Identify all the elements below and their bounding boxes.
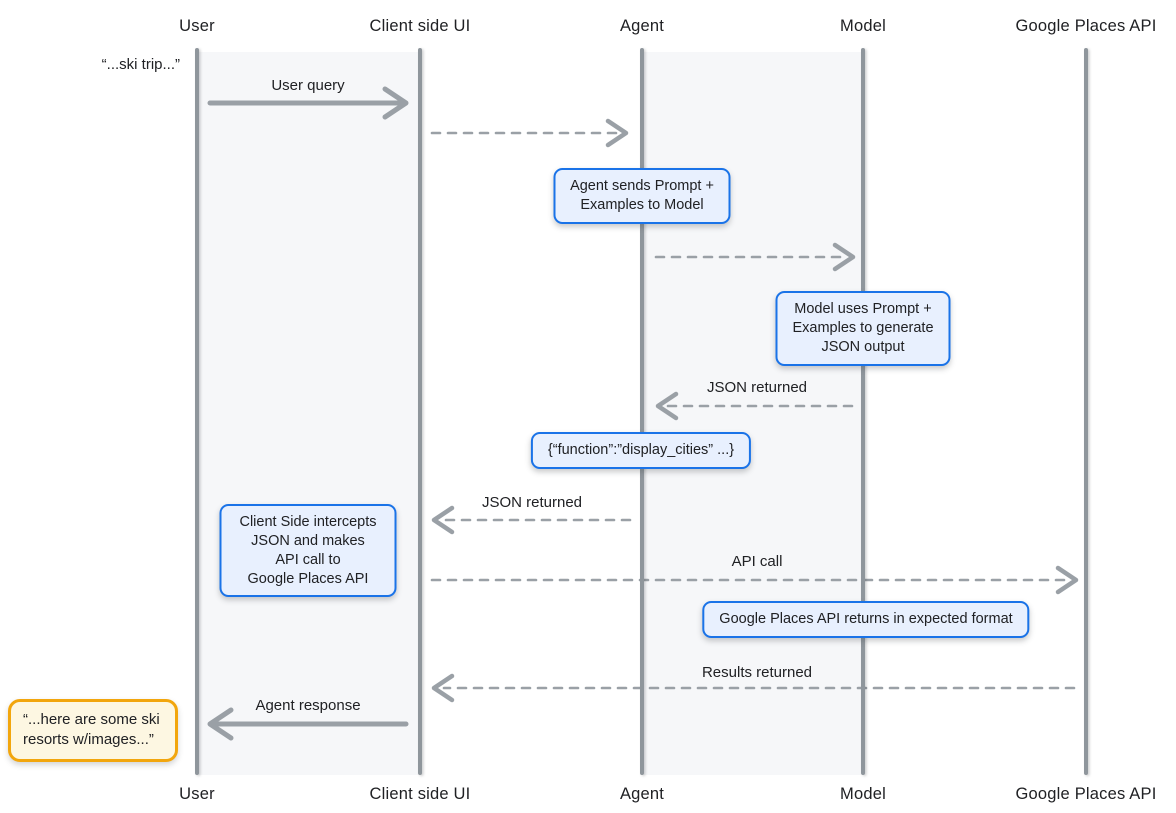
actor-agent-top: Agent: [619, 17, 665, 35]
actor-model-top: Model: [840, 17, 886, 35]
lifeline-client-side-ui: [418, 48, 422, 775]
arrow-clientui-to-agent: [430, 118, 629, 148]
actor-agent-bottom: Agent: [619, 785, 665, 803]
arrow-clientui-to-places-apicall: [430, 565, 1079, 595]
label-results-returned: Results returned: [701, 664, 813, 681]
arrow-places-to-clientui-results: [431, 673, 1076, 703]
band-user-clientui: [199, 52, 418, 775]
label-json-returned-agent: JSON returned: [481, 494, 583, 511]
actor-model-bottom: Model: [840, 785, 886, 803]
lifeline-model: [861, 48, 865, 775]
arrow-model-to-agent-json: [655, 391, 854, 421]
lifeline-agent: [640, 48, 644, 775]
note-client-intercepts: Client Side intercepts JSON and makes AP…: [219, 504, 397, 598]
actor-places-top: Google Places API: [1015, 17, 1157, 35]
actor-clientui-bottom: Client side UI: [369, 785, 471, 803]
label-user-query: User query: [271, 77, 345, 94]
label-json-returned-model: JSON returned: [706, 379, 808, 396]
arrow-agent-to-clientui-json: [431, 505, 632, 535]
arrow-agent-to-model: [654, 242, 856, 272]
quote-ski-trip: “...ski trip...”: [101, 56, 180, 73]
note-model-generates-json: Model uses Prompt + Examples to generate…: [775, 291, 951, 366]
note-places-returns: Google Places API returns in expected fo…: [702, 601, 1030, 638]
label-agent-response: Agent response: [255, 697, 361, 714]
note-agent-sends-prompt: Agent sends Prompt + Examples to Model: [553, 168, 731, 224]
quote-box-final-response: “...here are some ski resorts w/images..…: [8, 699, 178, 762]
actor-user-bottom: User: [179, 785, 215, 803]
actor-user-top: User: [179, 17, 215, 35]
actor-clientui-top: Client side UI: [369, 17, 471, 35]
arrow-agent-response: [207, 707, 409, 741]
actor-places-bottom: Google Places API: [1015, 785, 1157, 803]
note-function-json: {“function”:”display_cities” ...}: [530, 432, 752, 469]
arrow-user-query: [207, 86, 409, 120]
lifeline-user: [195, 48, 199, 775]
lifeline-google-places-api: [1084, 48, 1088, 775]
label-api-call: API call: [731, 553, 783, 570]
